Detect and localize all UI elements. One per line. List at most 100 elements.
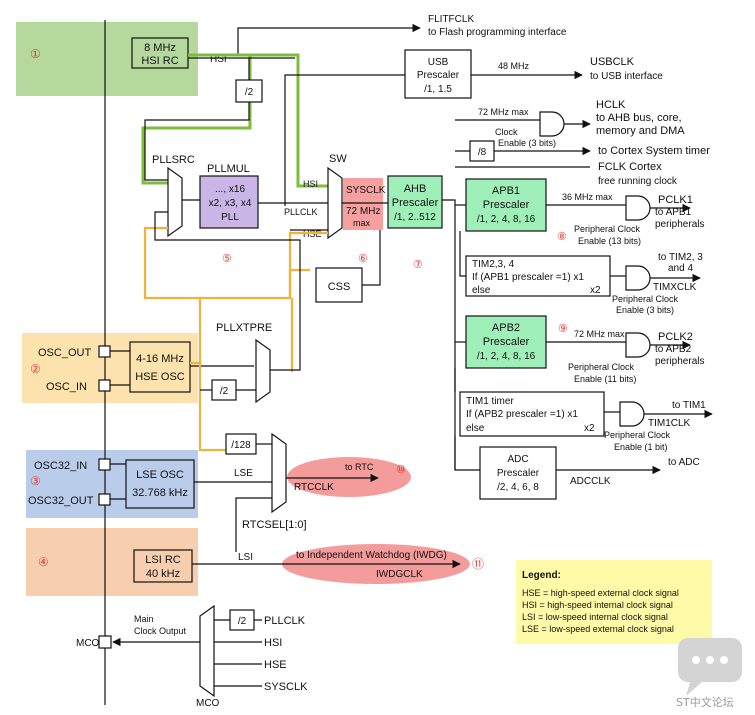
mco-pin	[98, 635, 112, 649]
tim234-line3: else	[472, 285, 491, 296]
pllmul-title: PLLMUL	[207, 163, 250, 175]
apb1-line3: /1, 2, 4, 8, 16	[477, 214, 536, 225]
apb1-prescaler-box	[465, 178, 547, 232]
apb2-line1: APB2	[492, 322, 520, 334]
lsi-to-rtc	[235, 497, 272, 552]
flitf-wire	[237, 23, 421, 55]
legend-l1: HSE = high-speed external clock signal	[522, 588, 679, 598]
div8-label: /8	[478, 147, 487, 158]
usb-line1: USB	[428, 57, 449, 68]
apb1-line1: APB1	[492, 185, 520, 197]
div2-hsi-wire	[144, 58, 250, 181]
apb2-line2: Prescaler	[483, 336, 530, 348]
apb2-max: 72 MHz max	[574, 329, 625, 339]
tim1-line1: TIM1 timer	[466, 396, 514, 407]
adc-line2: Prescaler	[497, 468, 540, 479]
hclk-desc1: to AHB bus, core,	[596, 112, 682, 124]
apb2-line3: /1, 2, 4, 8, 16	[477, 351, 536, 362]
usbclk-label: USBCLK	[590, 56, 635, 68]
osc32-in-label: OSC32_IN	[34, 460, 87, 472]
tim1-gate2: Enable (1 bit)	[614, 442, 668, 452]
apb1-gate1: Peripheral Clock	[574, 224, 641, 234]
circle-11: ⑪	[472, 557, 484, 571]
pllxtpre-label: PLLXTPRE	[216, 322, 272, 334]
region-2-label: ②	[30, 362, 41, 376]
mco-in-wires	[214, 619, 262, 687]
css-box	[315, 267, 363, 303]
timxclk-label: TIMXCLK	[653, 282, 697, 293]
div2-hsi-label: /2	[245, 87, 254, 98]
legend-title: Legend:	[522, 570, 561, 581]
circle-7: ⑦	[413, 259, 423, 271]
mco-div2-label: /2	[238, 616, 247, 627]
lsi-line2: 40 kHz	[146, 568, 180, 580]
region-3-label: ③	[30, 474, 41, 488]
legend-l3: LSI = low-speed internal clock signal	[522, 612, 668, 622]
rtc-oval	[287, 457, 411, 497]
tim1-line3: else	[466, 423, 485, 434]
tim1clk-label: TIM1CLK	[648, 418, 691, 429]
ahb-line2: Prescaler	[392, 197, 439, 209]
mco-in4: SYSCLK	[264, 681, 308, 693]
usb-prescaler-box	[404, 49, 472, 99]
tim1-line4: x2	[584, 423, 595, 434]
sysclk-freq2: max	[353, 218, 371, 228]
mco-title1: Main	[134, 614, 154, 624]
rtcsel-mux	[271, 432, 287, 514]
adc-line1: ADC	[507, 454, 528, 465]
apb1-max: 36 MHz max	[562, 192, 613, 202]
pllsrc-mux	[167, 166, 183, 238]
osc-in-label: OSC_IN	[46, 381, 87, 393]
pclk2-periph: peripherals	[655, 356, 704, 367]
tim1-gate1: Peripheral Clock	[604, 430, 671, 440]
tim234-gate1: Peripheral Clock	[612, 294, 679, 304]
ahb-out-bus	[442, 199, 456, 470]
apb2-gate	[625, 332, 651, 358]
iwdgclk-label: IWDGCLK	[376, 569, 423, 580]
pclk2-label: PCLK2	[658, 331, 693, 343]
flitf-line1: FLITFCLK	[428, 14, 474, 25]
pllsrc-label: PLLSRC	[152, 154, 195, 166]
tim234-out2: and 4	[668, 263, 693, 274]
lse-line2: 32.768 kHz	[132, 487, 188, 499]
apb2-gate2: Enable (11 bits)	[574, 374, 636, 384]
adcclk-label: ADCCLK	[570, 476, 611, 487]
tim234-gate2: Enable (3 bits)	[616, 305, 674, 315]
pll-line1: ..., x16	[215, 184, 245, 195]
lsi-rc-box	[133, 549, 193, 583]
hse-line2: HSE OSC	[135, 371, 185, 383]
legend-l2: HSI = high-speed internal clock signal	[522, 600, 673, 610]
hse-line1: 4-16 MHz	[136, 353, 184, 365]
hclk-gate	[539, 111, 565, 137]
adc-to: to ADC	[668, 457, 700, 468]
lse-line1: LSE OSC	[136, 469, 184, 481]
sw-hsi-label: HSI	[303, 179, 318, 189]
hclk-gate-label2: Enable (3 bits)	[498, 138, 556, 148]
fclk-line1: FCLK Cortex	[598, 161, 662, 173]
circle-5: ⑤	[222, 253, 232, 265]
hsi-rc-box	[131, 37, 189, 69]
usb-interface-label: to USB interface	[590, 71, 663, 82]
pll-line2: x2, x3, x4	[209, 198, 252, 209]
chat-bubble-icon: ST中文论坛	[676, 638, 742, 709]
pclk1-periph: peripherals	[655, 219, 704, 230]
ahb-line1: AHB	[404, 183, 427, 195]
lsi-line1: LSI RC	[145, 554, 181, 566]
hse-yellow-wire-2	[200, 268, 310, 300]
hclk-title: HCLK	[596, 99, 626, 111]
osc32-out-label: OSC32_OUT	[28, 495, 94, 507]
tim234-line2: If (APB1 prescaler =1) x1	[472, 272, 584, 283]
watermark-text: ST中文论坛	[676, 695, 734, 709]
osc32-out-pin	[98, 493, 111, 506]
hsi-green-wire-2	[141, 55, 252, 185]
legend-l4: LSE = low-speed external clock signal	[522, 624, 674, 634]
legend-box	[516, 560, 712, 644]
lsi-out-label: LSI	[238, 552, 253, 563]
tim234-box	[465, 255, 611, 297]
sysclk-highlight	[343, 178, 383, 230]
adc-prescaler-box	[479, 446, 557, 500]
tim234-out1: to TIM2, 3	[658, 252, 703, 263]
apb1-gate	[625, 195, 651, 221]
usb-in-wire	[284, 74, 405, 206]
hse-osc-box	[129, 341, 191, 393]
